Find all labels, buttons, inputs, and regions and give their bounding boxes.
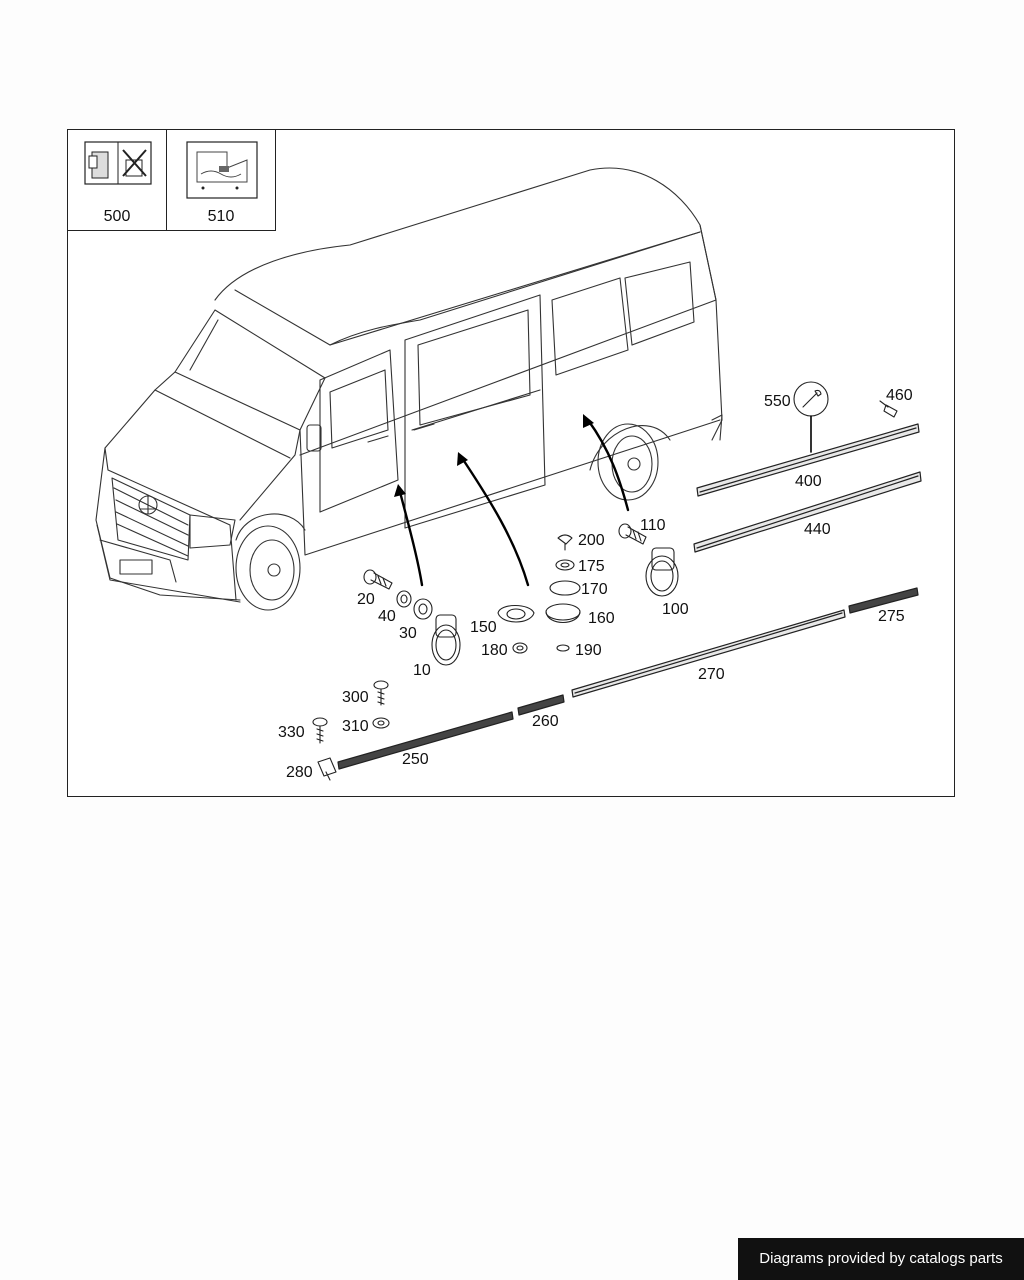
reference-number-510: 510 bbox=[207, 208, 235, 225]
part-label: 280 bbox=[286, 764, 313, 781]
van-illustration bbox=[95, 167, 723, 611]
credit-banner: Diagrams provided by catalogs parts bbox=[738, 1238, 1024, 1280]
part-label: 175 bbox=[578, 558, 605, 575]
part-label: 10 bbox=[413, 662, 431, 679]
part-label: 440 bbox=[804, 521, 831, 538]
part-label: 400 bbox=[795, 473, 822, 490]
part-label: 460 bbox=[886, 387, 913, 404]
reference-box-500[interactable]: 500 bbox=[67, 129, 167, 231]
part-label: 150 bbox=[470, 619, 497, 636]
small-parts bbox=[312, 381, 898, 781]
install-arrows bbox=[398, 418, 630, 587]
part-labels: 550 460 400 440 110 100 200 175 170 160 … bbox=[278, 387, 913, 781]
part-label: 20 bbox=[357, 591, 375, 608]
trim-strips bbox=[337, 423, 922, 770]
part-label: 170 bbox=[581, 581, 608, 598]
part-label: 310 bbox=[342, 718, 369, 735]
part-label: 30 bbox=[399, 625, 417, 642]
part-label: 160 bbox=[588, 610, 615, 627]
reference-box-510[interactable]: 510 bbox=[166, 129, 276, 231]
part-label: 550 bbox=[764, 393, 791, 410]
part-label: 270 bbox=[698, 666, 725, 683]
floor-plate-reference-icon bbox=[186, 141, 258, 199]
part-label: 330 bbox=[278, 724, 305, 741]
part-label: 260 bbox=[532, 713, 559, 730]
part-label: 180 bbox=[481, 642, 508, 659]
part-label: 100 bbox=[662, 601, 689, 618]
part-label: 110 bbox=[640, 517, 666, 534]
door-reference-icon bbox=[84, 141, 152, 185]
part-label: 190 bbox=[575, 642, 602, 659]
reference-number-500: 500 bbox=[103, 208, 131, 225]
part-label: 300 bbox=[342, 689, 369, 706]
part-label: 275 bbox=[878, 608, 905, 625]
part-label: 200 bbox=[578, 532, 605, 549]
part-label: 40 bbox=[378, 608, 396, 625]
part-label: 250 bbox=[402, 751, 429, 768]
